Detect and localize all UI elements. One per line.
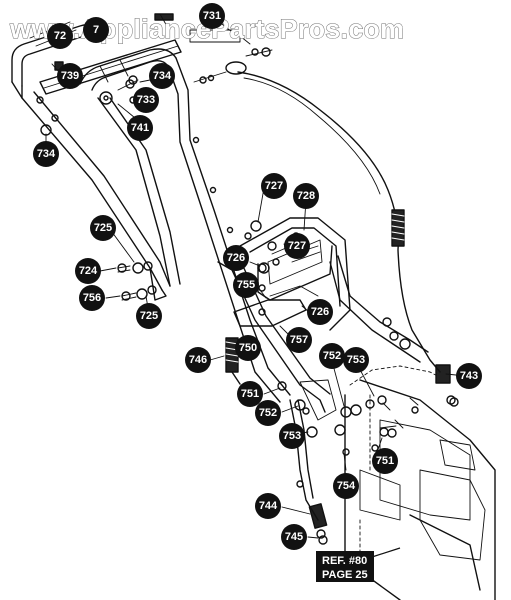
callout-label: 757: [290, 334, 308, 346]
callout-741[interactable]: 741: [127, 115, 153, 141]
callout-728[interactable]: 728: [293, 183, 319, 209]
callout-726-upper[interactable]: 726: [223, 245, 249, 271]
callout-752-upper[interactable]: 752: [319, 343, 345, 369]
right-handle: [79, 48, 291, 403]
callout-757[interactable]: 757: [286, 327, 312, 353]
callout-label: 743: [460, 370, 478, 382]
callout-752-lower[interactable]: 752: [255, 400, 281, 426]
callout-label: 725: [94, 222, 112, 234]
callout-label: 726: [311, 306, 329, 318]
callout-744[interactable]: 744: [255, 493, 281, 519]
spring-upper-right: [391, 209, 405, 247]
reference-note: REF. #80 PAGE 25: [316, 547, 401, 582]
callout-label: 724: [79, 265, 98, 277]
callout-label: 726: [227, 252, 245, 264]
callout-734-right[interactable]: 734: [149, 63, 175, 89]
callout-label: 754: [337, 480, 356, 492]
callout-751-upper[interactable]: 751: [237, 381, 263, 407]
callout-751-lower[interactable]: 751: [372, 448, 398, 474]
callout-72-partial[interactable]: 72: [47, 23, 73, 49]
reference-note-line1: REF. #80: [322, 555, 367, 567]
callout-label: 727: [288, 240, 306, 252]
callout-label: 752: [323, 350, 341, 362]
callout-739[interactable]: 739: [57, 63, 83, 89]
callout-label: 72: [54, 30, 66, 42]
callout-label: 739: [61, 70, 79, 82]
callout-label: 753: [283, 430, 301, 442]
callout-725-upper[interactable]: 725: [90, 215, 116, 241]
callout-label: 753: [347, 354, 365, 366]
callout-753-upper[interactable]: 753: [343, 347, 369, 373]
callout-725-lower[interactable]: 725: [136, 303, 162, 329]
callout-label: 745: [285, 531, 303, 543]
callout-727-upper[interactable]: 727: [261, 173, 287, 199]
control-cable: [189, 29, 441, 373]
callout-743[interactable]: 743: [456, 363, 482, 389]
engine-housing: [344, 364, 496, 600]
callout-label: 746: [189, 354, 207, 366]
callout-724[interactable]: 724: [75, 258, 101, 284]
callout-label: 751: [241, 388, 259, 400]
spring-lower: [308, 503, 328, 529]
callout-label: 751: [376, 455, 394, 467]
callout-label: 728: [297, 190, 315, 202]
callout-label: 7: [93, 24, 99, 36]
callout-label: 741: [131, 122, 149, 134]
spring-left: [225, 337, 241, 385]
callout-label: 731: [203, 10, 221, 22]
callout-label: 755: [237, 279, 255, 291]
callout-label: 725: [140, 310, 158, 322]
callout-label: 727: [265, 180, 283, 192]
callout-750[interactable]: 750: [235, 335, 261, 361]
callout-label: 733: [137, 94, 155, 106]
callout-753-lower[interactable]: 753: [279, 423, 305, 449]
callout-label: 756: [83, 292, 101, 304]
callout-745[interactable]: 745: [281, 524, 307, 550]
callout-label: 734: [37, 148, 56, 160]
callout-7-partial[interactable]: 7: [83, 17, 109, 43]
callout-726-lower[interactable]: 726: [307, 299, 333, 325]
bracket-plate: [233, 285, 319, 327]
callout-727-lower[interactable]: 727: [284, 233, 310, 259]
reference-note-line2: PAGE 25: [322, 569, 368, 581]
callout-754[interactable]: 754: [333, 473, 359, 499]
hardware-fasteners: [40, 75, 456, 545]
callout-731[interactable]: 731: [199, 3, 225, 29]
callout-734-left[interactable]: 734: [33, 141, 59, 167]
callout-733[interactable]: 733: [133, 87, 159, 113]
callout-label: 734: [153, 70, 172, 82]
callout-label: 744: [259, 500, 278, 512]
lower-link-rod: [289, 399, 326, 539]
callout-756[interactable]: 756: [79, 285, 105, 311]
callout-label: 750: [239, 342, 257, 354]
callout-746[interactable]: 746: [185, 347, 211, 373]
callout-label: 752: [259, 407, 277, 419]
callout-755[interactable]: 755: [233, 272, 259, 298]
